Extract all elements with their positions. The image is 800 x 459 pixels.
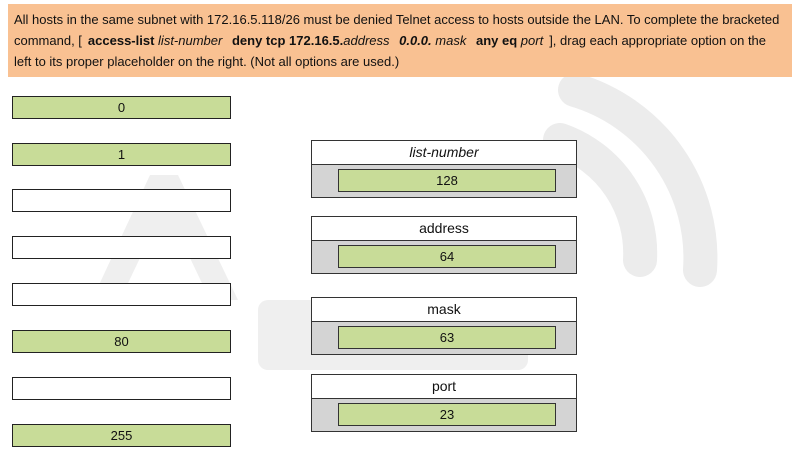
keyword-deny-tcp: deny tcp 172.16.5. [231, 33, 344, 48]
question-intro: All hosts in the same subnet with 172.16… [14, 12, 780, 48]
option-1[interactable]: 1 [12, 143, 231, 166]
dropped-answer[interactable]: 128 [338, 169, 556, 192]
target-label: port [312, 375, 576, 399]
option-slot-empty[interactable] [12, 377, 231, 400]
dropped-answer[interactable]: 64 [338, 245, 556, 268]
dropped-answer[interactable]: 23 [338, 403, 556, 426]
keyword-any-eq: any eq [475, 33, 518, 48]
target-mask: mask 63 [311, 297, 577, 355]
placeholder-port: port [520, 33, 544, 48]
placeholder-mask: mask [435, 33, 467, 48]
option-255[interactable]: 255 [12, 424, 231, 447]
target-label: mask [312, 298, 576, 322]
keyword-wildcard: 0.0.0. [399, 33, 432, 48]
target-address: address 64 [311, 216, 577, 274]
option-slot-empty[interactable] [12, 236, 231, 259]
option-0[interactable]: 0 [12, 96, 231, 119]
dropped-answer[interactable]: 63 [338, 326, 556, 349]
target-label: address [312, 217, 576, 241]
question-instruction: ], drag each appropriate option on the l… [14, 33, 767, 69]
target-list-number: list-number 128 [311, 140, 577, 198]
target-port: port 23 [311, 374, 577, 432]
option-slot-empty[interactable] [12, 189, 231, 212]
target-label: list-number [312, 141, 576, 165]
option-slot-empty[interactable] [12, 283, 231, 306]
question-text: All hosts in the same subnet with 172.16… [8, 4, 792, 77]
placeholder-list-number: list-number [158, 33, 223, 48]
keyword-access-list: access-list [87, 33, 155, 48]
placeholder-address: address [343, 33, 390, 48]
option-80[interactable]: 80 [12, 330, 231, 353]
